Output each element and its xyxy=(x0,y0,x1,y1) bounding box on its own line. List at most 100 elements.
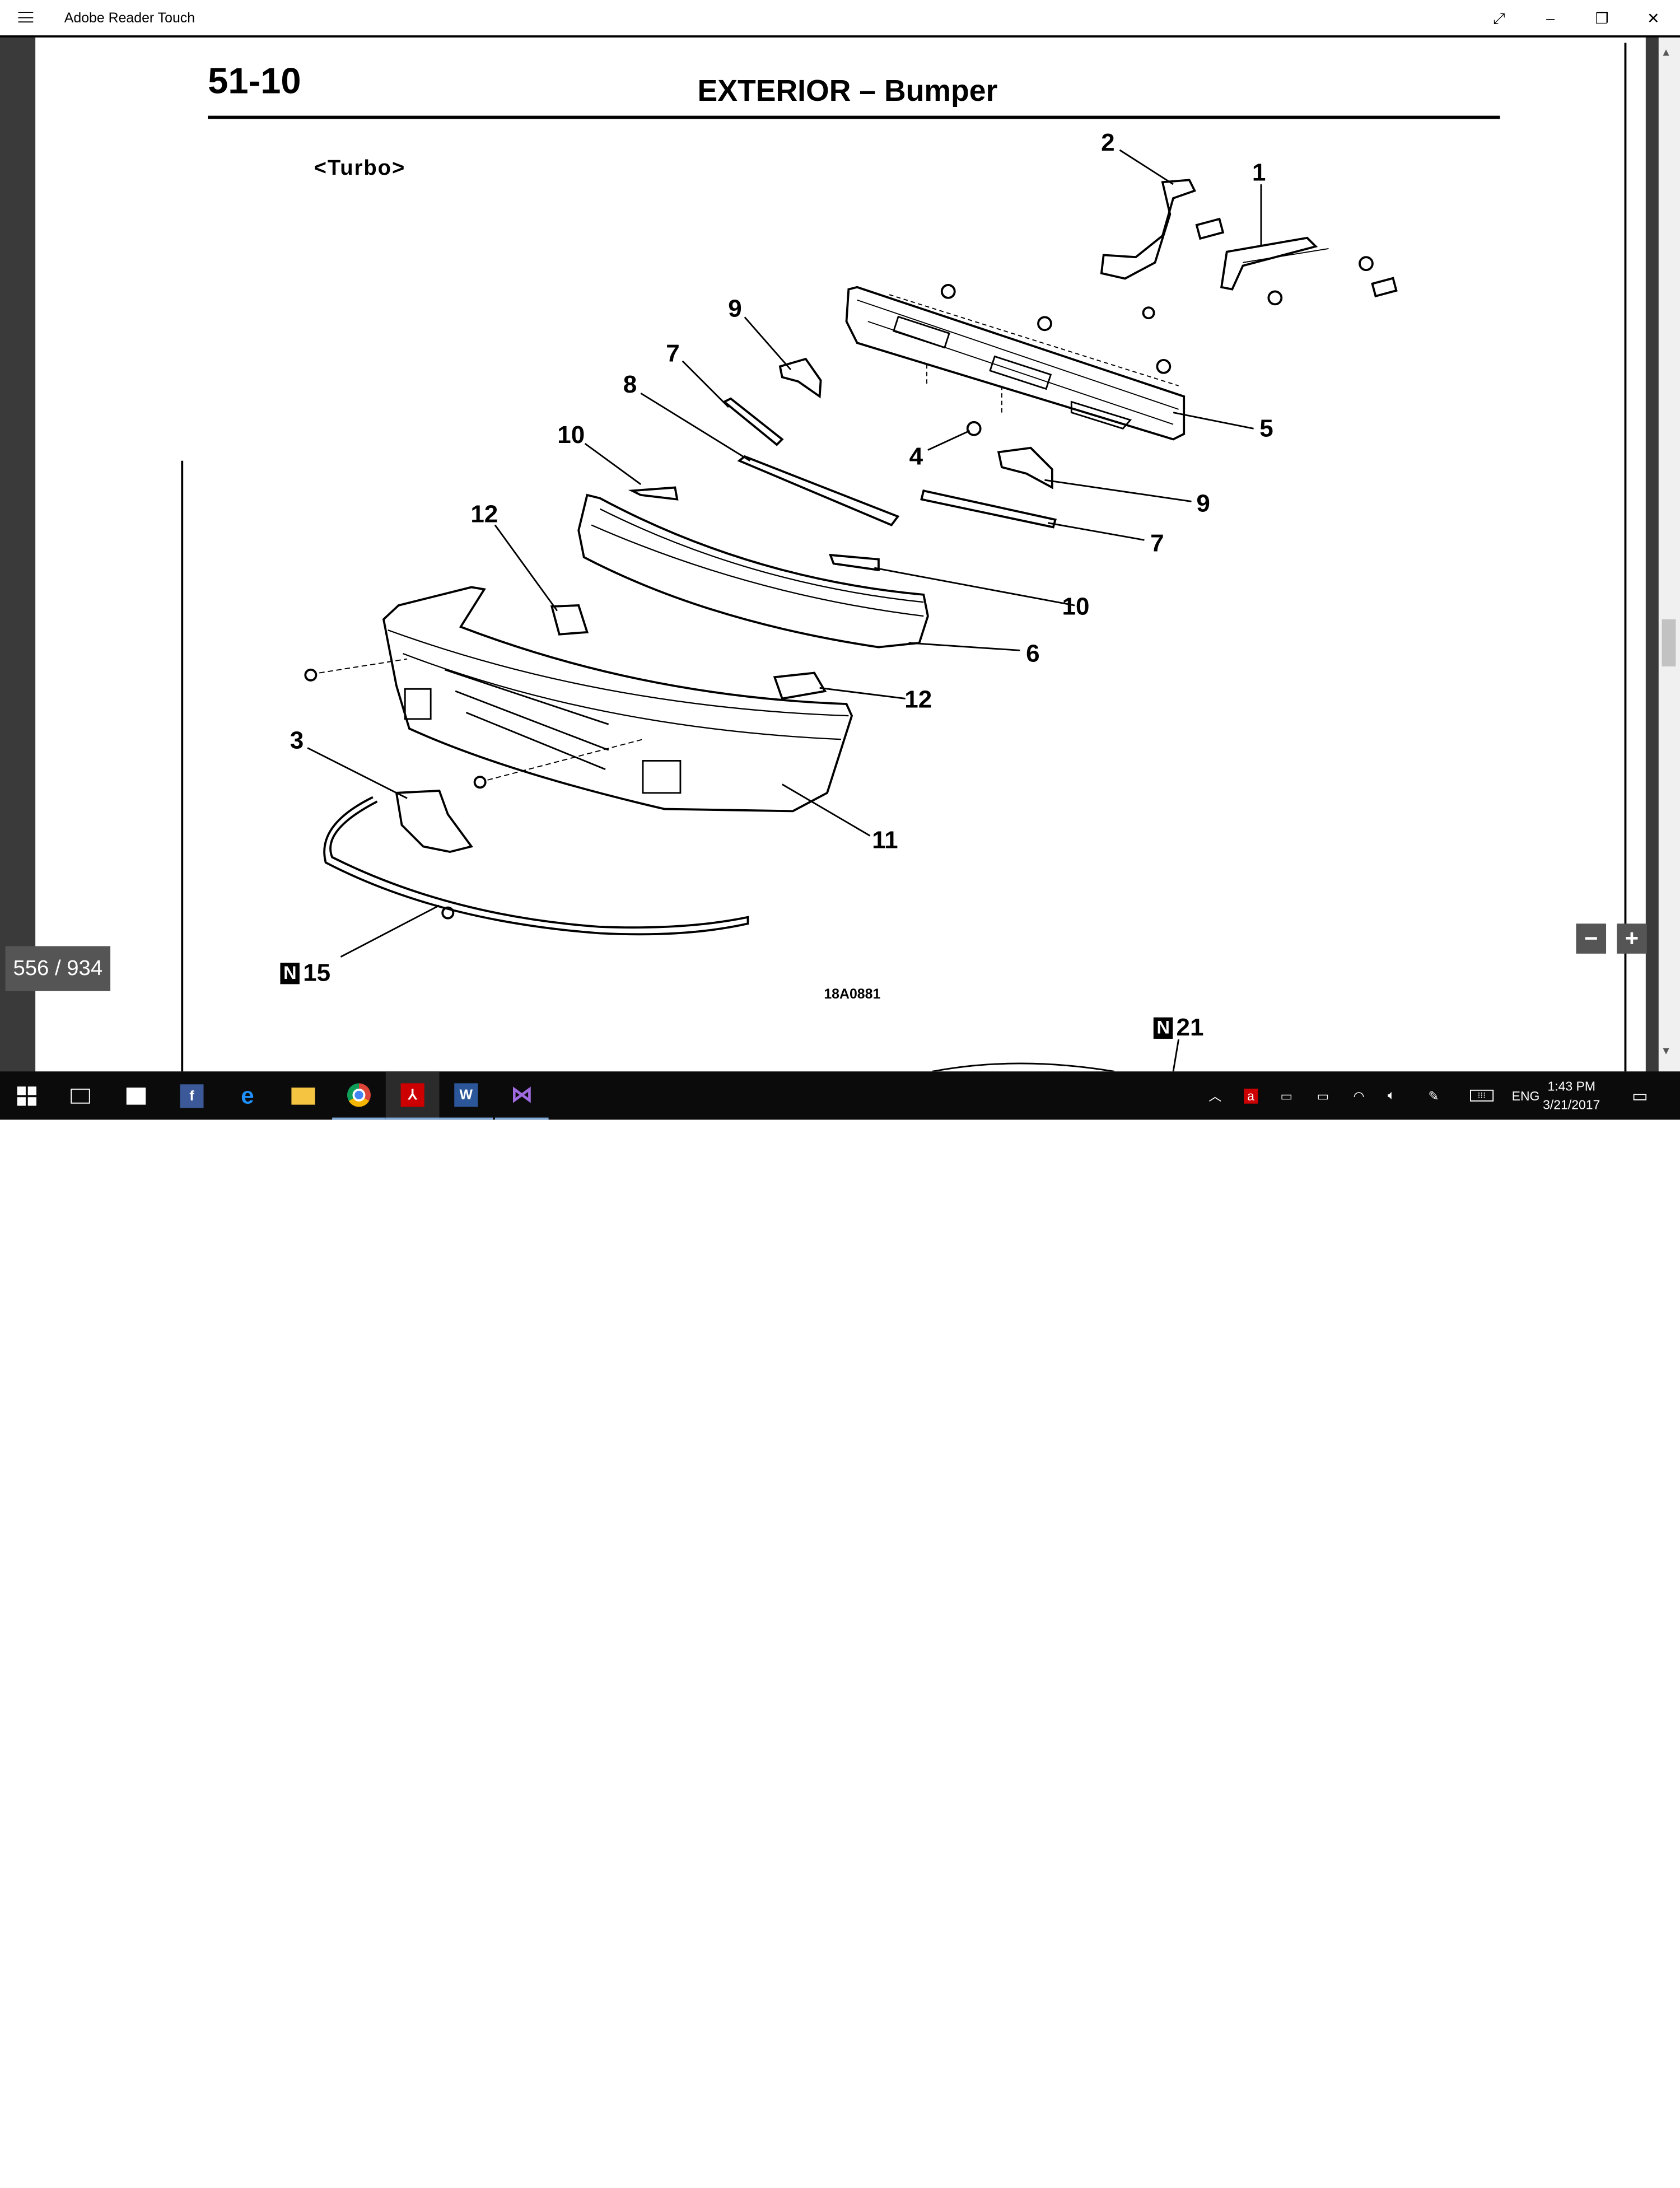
zoom-out-button[interactable]: − xyxy=(1576,923,1607,954)
part-8-strip xyxy=(737,455,900,526)
tray-volume[interactable]: 🔈︎ xyxy=(1388,1071,1396,1119)
part-1-bracket xyxy=(1220,236,1318,291)
scroll-down-arrow-icon[interactable]: ▼ xyxy=(1660,1046,1672,1058)
tray-display[interactable]: ▭ xyxy=(1280,1071,1292,1119)
battery-icon: ▭ xyxy=(1317,1088,1329,1103)
expand-icon: ⤢ xyxy=(1492,10,1505,27)
taskbar: f e ⅄ W ⋈ ︿ a ▭ ▭ ◠ 🔈︎ ✎ ⁝⁝⁝ ENG 1:43 PM… xyxy=(0,1071,1680,2188)
windows-logo-icon xyxy=(15,1084,39,1107)
language-indicator[interactable]: ENG xyxy=(1511,1088,1540,1103)
pdf-page: 51-10 EXTERIOR – Bumper <Turbo> xyxy=(35,37,1646,1072)
callout-7-lower: 7 xyxy=(1150,529,1164,557)
restore-button[interactable]: ❐ xyxy=(1595,10,1609,27)
tray-keyboard[interactable]: ⁝⁝⁝ xyxy=(1470,1071,1494,1119)
current-page[interactable]: 556 xyxy=(13,957,49,981)
callout-8: 8 xyxy=(623,370,637,398)
taskbar-adobe-reader[interactable]: ⅄ xyxy=(385,1071,440,1120)
chrome-icon xyxy=(347,1083,371,1107)
part-6-absorber xyxy=(577,493,929,649)
vertical-scrollbar[interactable] xyxy=(1658,37,1680,1072)
chevron-up-icon: ︿ xyxy=(1208,1088,1222,1104)
tray-battery[interactable]: ▭ xyxy=(1317,1071,1329,1119)
callout-12: 12 xyxy=(470,500,498,528)
edge-icon: e xyxy=(241,1081,254,1109)
taskbar-visual-studio[interactable]: ⋈ xyxy=(494,1071,549,1120)
taskbar-store[interactable] xyxy=(109,1071,163,1119)
part-11-bumper-cover xyxy=(382,586,853,813)
part-15-strip xyxy=(323,796,749,936)
taskbar-chrome[interactable] xyxy=(332,1071,386,1120)
zoom-in-button[interactable]: + xyxy=(1617,923,1647,954)
part-7-lower xyxy=(920,489,1057,529)
margin-line xyxy=(181,460,184,1072)
tray-acrobat[interactable]: a xyxy=(1244,1071,1258,1119)
scroll-up-arrow-icon[interactable]: ▲ xyxy=(1660,47,1672,59)
title-bar: Adobe Reader Touch ⤢ – ❐ ✕ xyxy=(0,0,1680,38)
part-12-clip-right xyxy=(773,671,827,700)
taskbar-facebook[interactable]: f xyxy=(165,1071,219,1119)
pen-icon: ✎ xyxy=(1428,1088,1439,1103)
leader-lines xyxy=(307,149,1262,1072)
part-7-upper xyxy=(722,397,784,446)
tray-pen[interactable]: ✎ xyxy=(1428,1071,1439,1119)
n-badge: N xyxy=(1153,1017,1173,1039)
page-indicator[interactable]: 556 / 934 xyxy=(5,946,111,991)
wifi-icon: ◠ xyxy=(1353,1088,1365,1103)
task-view-icon xyxy=(71,1088,90,1103)
bumper-exploded-diagram xyxy=(304,149,1398,1072)
part-12-clip-left xyxy=(550,604,589,636)
callout-10: 10 xyxy=(557,420,585,449)
watermark: GalantVR4.org xyxy=(1610,2177,1680,2188)
callout-1: 1 xyxy=(1252,158,1266,186)
tray-network[interactable]: ◠ xyxy=(1353,1071,1364,1119)
word-icon: W xyxy=(454,1083,478,1107)
part-10-upper xyxy=(628,486,679,501)
callout-7: 7 xyxy=(666,339,680,367)
show-hidden-icons[interactable]: ︿ xyxy=(1208,1071,1221,1119)
callout-5: 5 xyxy=(1259,414,1273,442)
minimize-button[interactable]: – xyxy=(1546,10,1555,27)
callout-4: 4 xyxy=(909,442,923,470)
callout-9-lower: 9 xyxy=(1196,489,1210,517)
figure-code: 18A0881 xyxy=(824,986,881,1002)
clock[interactable]: 1:43 PM 3/21/2017 xyxy=(1543,1078,1600,1114)
visual-studio-icon: ⋈ xyxy=(511,1083,533,1107)
scrollbar-thumb[interactable] xyxy=(1662,619,1676,667)
fullscreen-button[interactable]: ⤢ xyxy=(1474,4,1524,32)
app-title: Adobe Reader Touch xyxy=(64,10,195,26)
total-pages: / 934 xyxy=(54,957,103,981)
hamburger-menu-icon[interactable] xyxy=(18,12,34,23)
callout-10-lower: 10 xyxy=(1062,592,1090,620)
callout-6: 6 xyxy=(1026,639,1040,668)
callout-9: 9 xyxy=(728,294,742,322)
start-button[interactable] xyxy=(0,1071,54,1119)
part-9-upper xyxy=(778,357,822,399)
taskbar-word[interactable]: W xyxy=(439,1071,493,1120)
keyboard-icon: ⁝⁝⁝ xyxy=(1470,1089,1494,1102)
n-badge: N xyxy=(280,963,300,985)
callout-12-lower: 12 xyxy=(904,685,932,713)
part-9-lower xyxy=(997,446,1053,489)
variant-label: <Turbo> xyxy=(314,156,406,180)
date: 3/21/2017 xyxy=(1543,1097,1600,1113)
speaker-icon: 🔈︎ xyxy=(1387,1087,1396,1103)
part-10-lower xyxy=(828,553,880,572)
document-viewport[interactable]: 51-10 EXTERIOR – Bumper <Turbo> xyxy=(0,37,1680,1072)
taskbar-edge[interactable]: e xyxy=(221,1071,274,1119)
close-button[interactable]: ✕ xyxy=(1646,10,1660,27)
time: 1:43 PM xyxy=(1547,1079,1595,1094)
heading-rule xyxy=(208,115,1500,119)
part-2-bracket xyxy=(1100,179,1197,280)
action-center-button[interactable]: ▭ xyxy=(1632,1071,1648,1119)
part-5-reinforcement xyxy=(845,286,1186,441)
task-view-button[interactable] xyxy=(54,1071,108,1119)
facebook-icon: f xyxy=(180,1084,204,1108)
folder-icon xyxy=(291,1087,315,1104)
store-icon xyxy=(126,1087,146,1104)
display-icon: ▭ xyxy=(1280,1088,1293,1103)
part-3-bracket xyxy=(395,790,474,853)
taskbar-file-explorer[interactable] xyxy=(277,1071,330,1119)
callout-3: 3 xyxy=(290,726,304,754)
